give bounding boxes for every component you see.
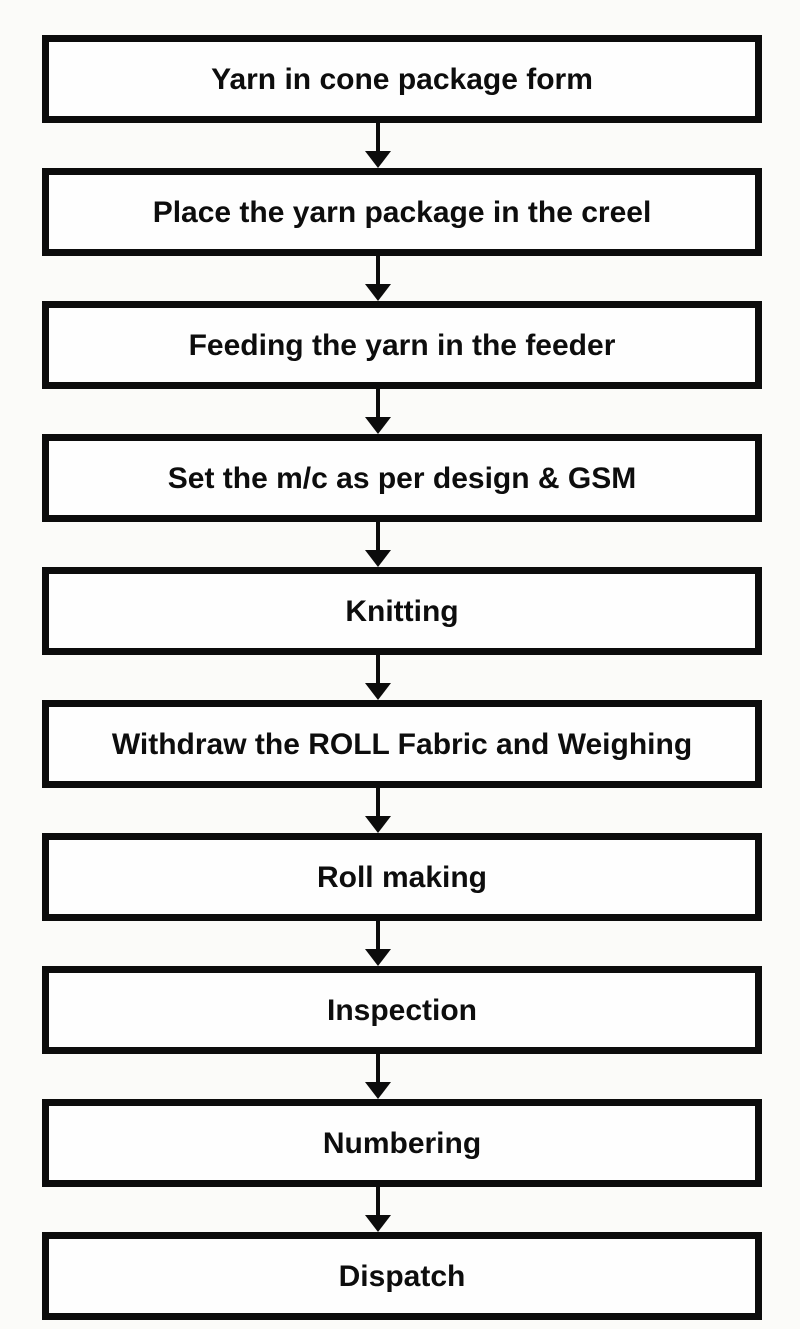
- down-arrow-icon: [0, 389, 756, 434]
- flow-step-label: Feeding the yarn in the feeder: [188, 328, 616, 362]
- flow-step-label: Roll making: [316, 860, 488, 894]
- arrow-head: [365, 816, 391, 833]
- arrow-stem: [376, 522, 380, 550]
- arrow-stem: [376, 921, 380, 949]
- flow-step-roll-making: Roll making: [42, 833, 762, 921]
- flow-step-label: Inspection: [326, 993, 477, 1027]
- flow-step-label: Yarn in cone package form: [211, 62, 593, 96]
- down-arrow-icon: [0, 256, 756, 301]
- arrow-stem: [376, 1187, 380, 1215]
- flow-step-set-machine-design-gsm: Set the m/c as per design & GSM: [42, 434, 762, 522]
- flow-step-dispatch: Dispatch: [42, 1232, 762, 1320]
- arrow-head: [365, 284, 391, 301]
- down-arrow-icon: [0, 1054, 756, 1099]
- arrow-head: [365, 1082, 391, 1099]
- flow-step-label: Withdraw the ROLL Fabric and Weighing: [111, 727, 693, 761]
- down-arrow-icon: [0, 522, 756, 567]
- arrow-head: [365, 151, 391, 168]
- arrow-stem: [376, 389, 380, 417]
- flow-step-label: Knitting: [345, 594, 459, 628]
- flow-step-knitting: Knitting: [42, 567, 762, 655]
- flow-step-place-yarn-creel: Place the yarn package in the creel: [42, 168, 762, 256]
- flow-step-label: Dispatch: [338, 1259, 466, 1293]
- arrow-stem: [376, 123, 380, 151]
- arrow-head: [365, 949, 391, 966]
- flow-step-withdraw-roll-weighing: Withdraw the ROLL Fabric and Weighing: [42, 700, 762, 788]
- down-arrow-icon: [0, 123, 756, 168]
- arrow-stem: [376, 655, 380, 683]
- arrow-stem: [376, 788, 380, 816]
- flow-step-label: Set the m/c as per design & GSM: [167, 461, 637, 495]
- down-arrow-icon: [0, 1187, 756, 1232]
- flow-step-feeding-yarn-feeder: Feeding the yarn in the feeder: [42, 301, 762, 389]
- arrow-stem: [376, 1054, 380, 1082]
- flow-step-label: Place the yarn package in the creel: [152, 195, 652, 229]
- down-arrow-icon: [0, 921, 756, 966]
- flow-step-yarn-cone-package: Yarn in cone package form: [42, 35, 762, 123]
- flow-step-inspection: Inspection: [42, 966, 762, 1054]
- arrow-head: [365, 683, 391, 700]
- arrow-head: [365, 550, 391, 567]
- down-arrow-icon: [0, 788, 756, 833]
- flow-step-numbering: Numbering: [42, 1099, 762, 1187]
- arrow-head: [365, 417, 391, 434]
- flow-step-label: Numbering: [322, 1126, 482, 1160]
- arrow-stem: [376, 256, 380, 284]
- down-arrow-icon: [0, 655, 756, 700]
- arrow-head: [365, 1215, 391, 1232]
